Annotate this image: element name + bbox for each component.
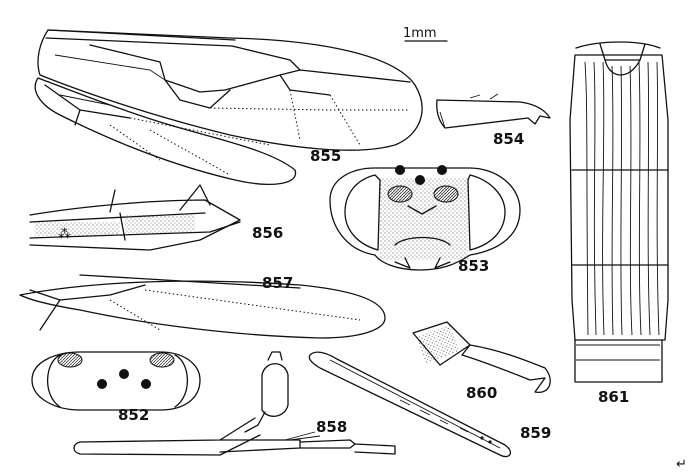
- figure-853-head: 853: [329, 165, 521, 275]
- corner-mark: ↵: [676, 457, 687, 472]
- figure-861-label: 861: [598, 388, 629, 406]
- figure-852-head-dorsal: 852: [31, 351, 201, 424]
- scale-bar: 1mm: [403, 26, 448, 42]
- figure-859-ovipositor: 859: [308, 351, 551, 458]
- svg-text:⁂: ⁂: [58, 227, 71, 242]
- figure-854-mandible: 854: [436, 93, 551, 148]
- figure-858-label: 858: [316, 418, 347, 436]
- figure-858-leg: 858: [73, 351, 396, 456]
- figure-855-label: 855: [310, 147, 341, 165]
- figure-854-label: 854: [493, 130, 524, 148]
- figure-856-label: 856: [252, 224, 283, 242]
- figure-855-wings: 855: [34, 29, 423, 185]
- figure-861-striations: [584, 61, 660, 336]
- figure-853-label: 853: [458, 257, 489, 275]
- figure-861-body: 861: [569, 41, 669, 406]
- figure-860-label: 860: [466, 384, 497, 402]
- figure-859-label: 859: [520, 424, 551, 442]
- figure-852-label: 852: [118, 406, 149, 424]
- figure-857-label: 857: [262, 274, 293, 292]
- figure-860-claw: 860: [412, 321, 551, 402]
- scale-bar-label: 1mm: [403, 26, 437, 41]
- figure-856-wing-detail: ⁂ 856: [29, 184, 283, 251]
- figure-857-hindwing: 857: [19, 274, 386, 339]
